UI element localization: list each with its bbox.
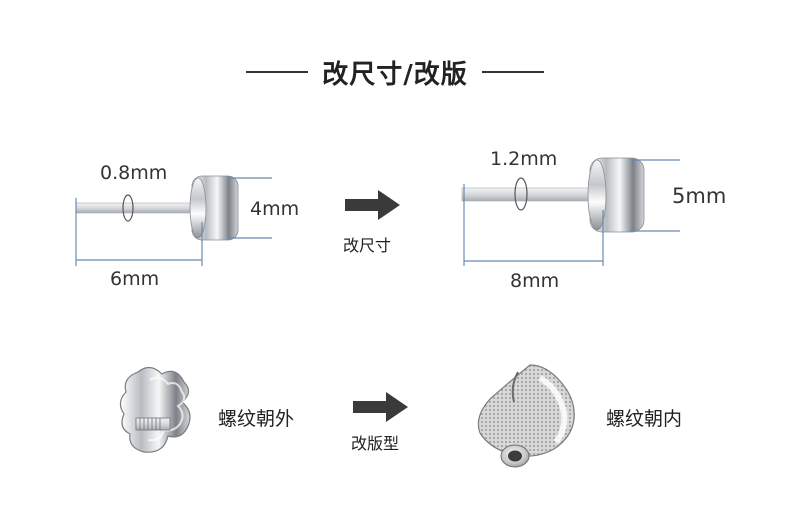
title-left-rule — [246, 71, 309, 73]
page-title: 改尺寸/改版 — [322, 59, 468, 90]
title-row: 改尺寸/改版 — [0, 52, 790, 92]
stud-before-pin — [75, 202, 197, 214]
stud-after — [461, 157, 645, 233]
arrow-resize — [345, 190, 400, 220]
gauge-after-label: 1.2mm — [490, 148, 558, 170]
back-before-image — [119, 366, 191, 453]
arrow2-label: 改版型 — [351, 434, 400, 453]
gauge-ring-after — [514, 177, 528, 211]
guides-after — [463, 159, 680, 266]
back-after-label: 螺纹朝内 — [606, 408, 683, 430]
back-after-image — [477, 364, 575, 468]
gauge-before-label: 0.8mm — [100, 162, 168, 184]
length-before-label: 6mm — [110, 268, 160, 290]
stud-before — [75, 175, 239, 241]
diameter-after-label: 5mm — [672, 184, 727, 208]
stud-after-pin — [461, 187, 598, 202]
length-after-label: 8mm — [510, 270, 560, 292]
arrow1-label: 改尺寸 — [343, 236, 392, 255]
diameter-before-label: 4mm — [250, 198, 300, 220]
arrow-restyle — [353, 392, 408, 422]
guides-before — [75, 177, 272, 266]
gauge-ring-before — [122, 194, 134, 222]
title-right-rule — [481, 71, 544, 73]
back-before-label: 螺纹朝外 — [218, 408, 295, 430]
